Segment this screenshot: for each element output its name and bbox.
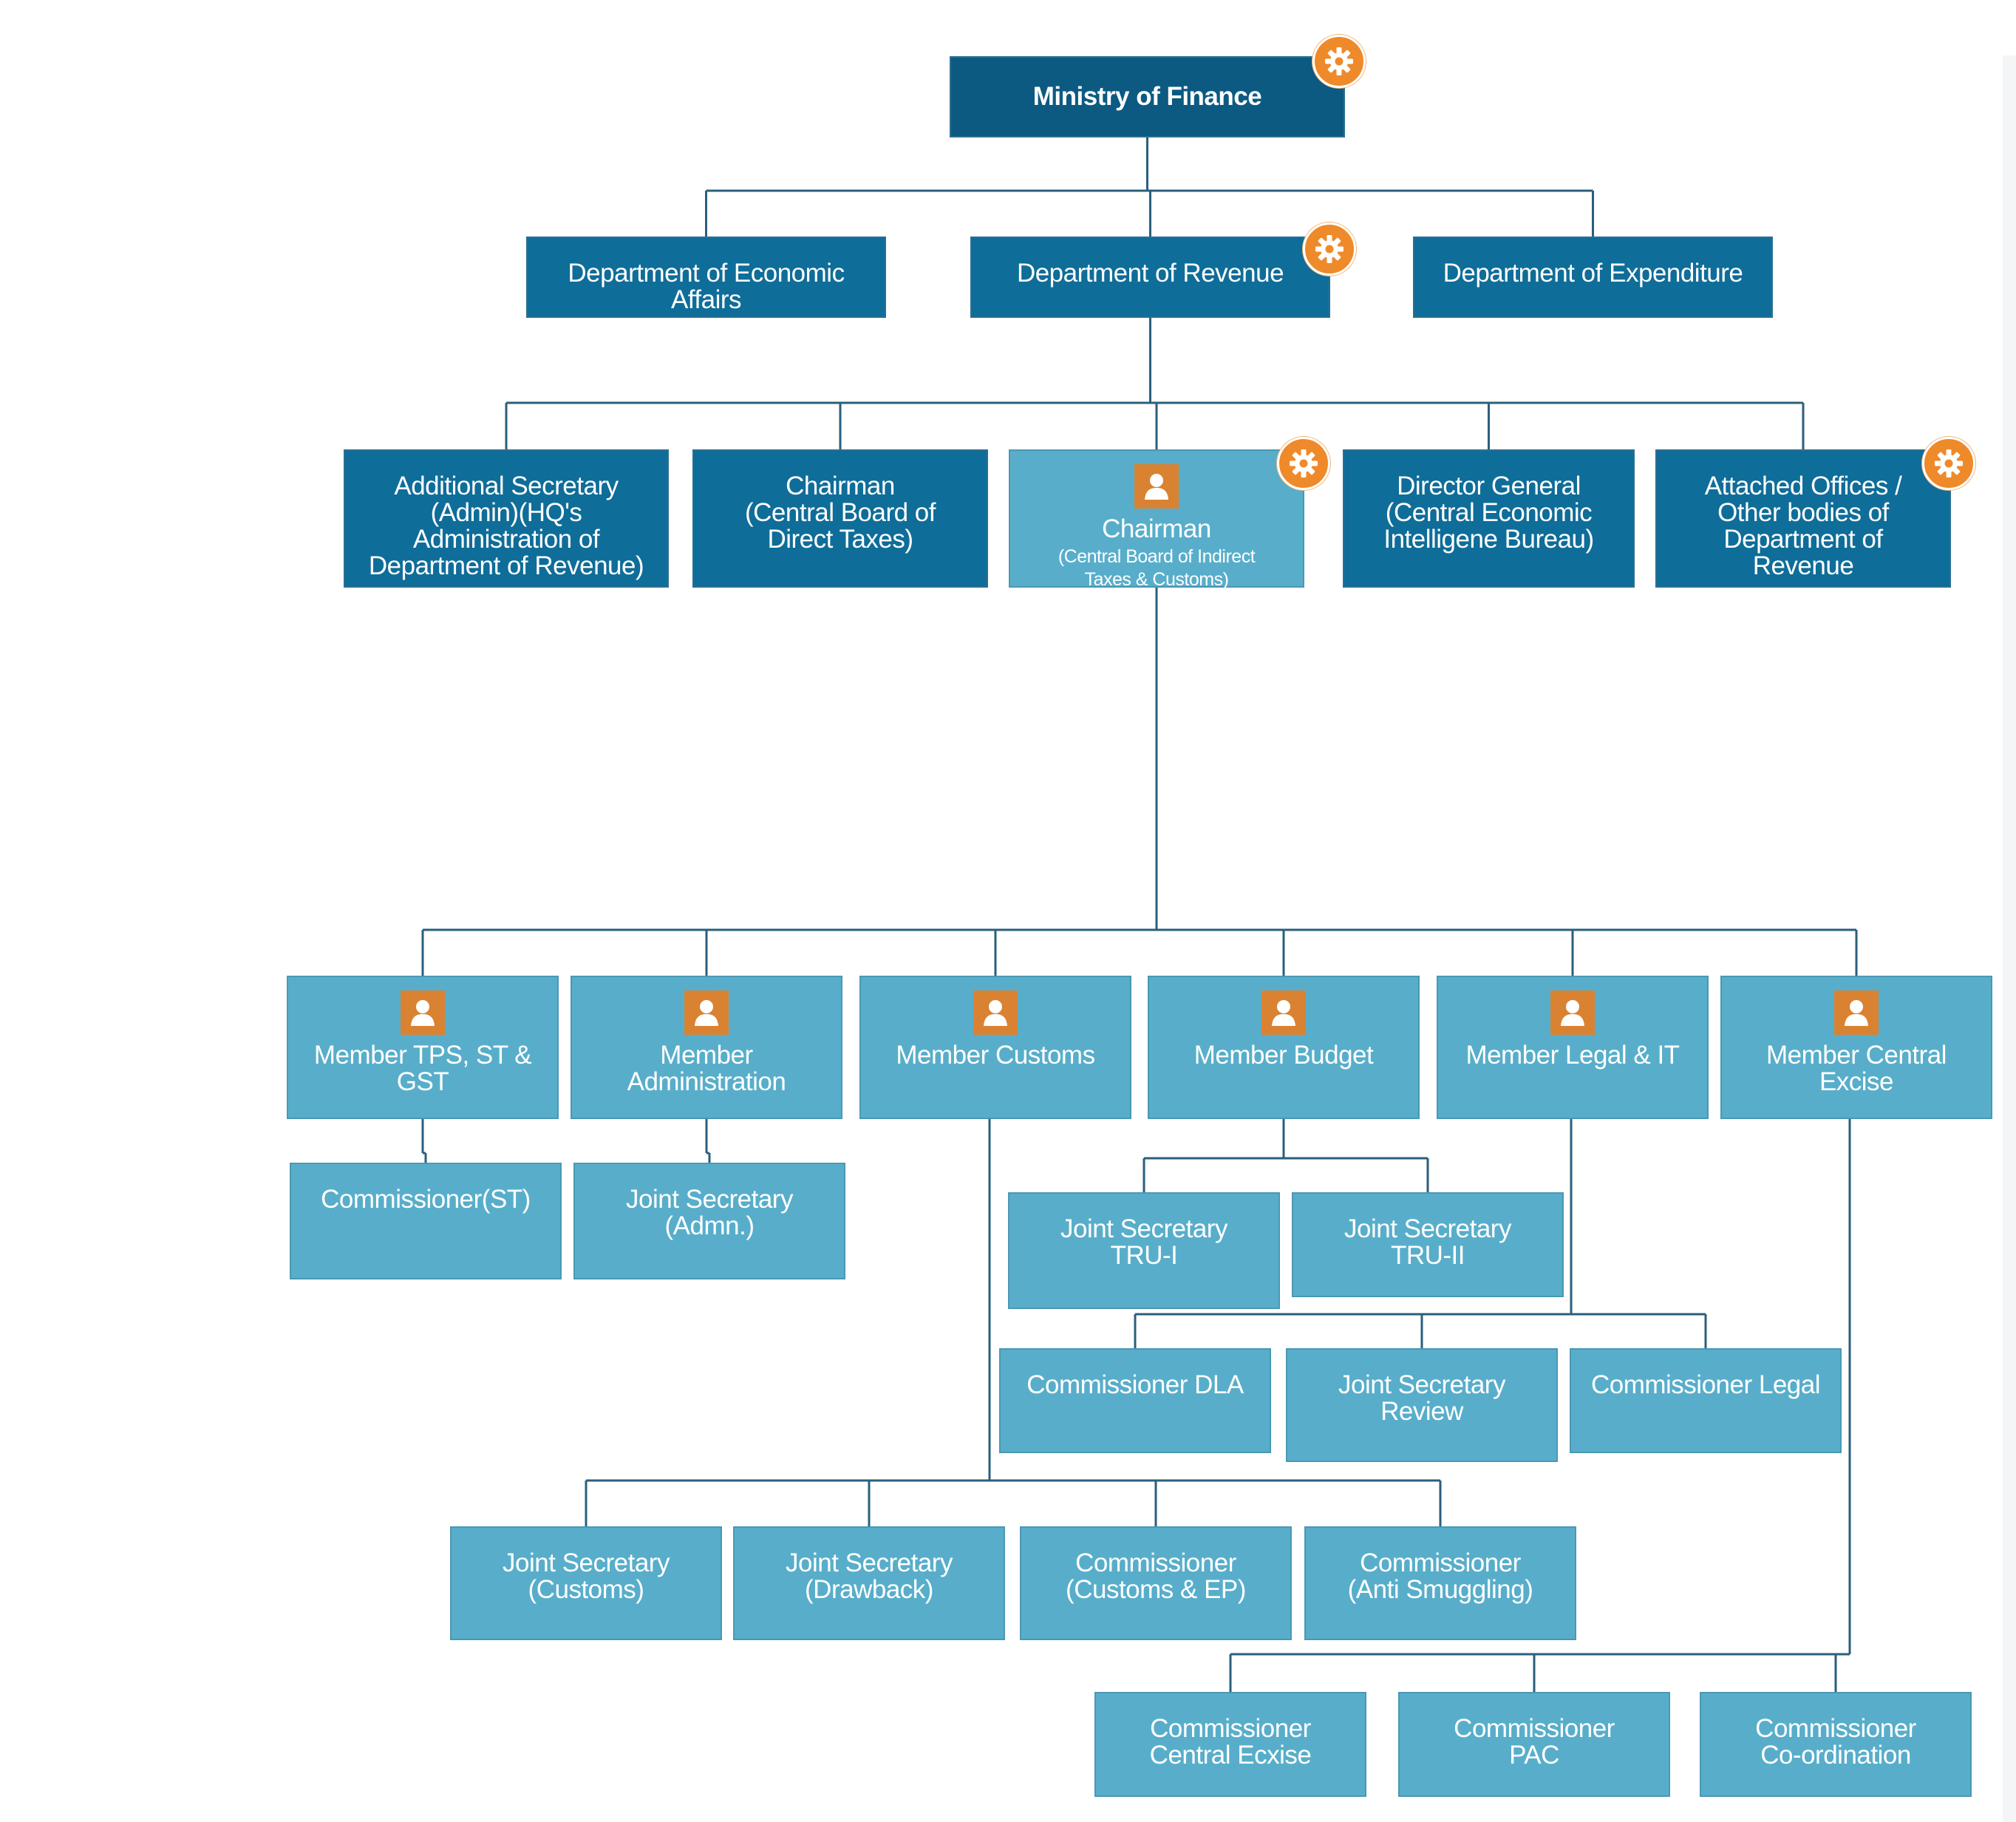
scrollbar-track[interactable] bbox=[2003, 55, 2016, 1822]
org-node-doe[interactable]: Department of Expenditure bbox=[1413, 237, 1773, 318]
org-node-label: Commissioner (Customs & EP) bbox=[1066, 1549, 1246, 1604]
org-node-label: Joint Secretary (Customs) bbox=[503, 1549, 670, 1604]
person-icon bbox=[1134, 464, 1179, 509]
org-node-dea[interactable]: Department of Economic Affairs bbox=[526, 237, 886, 318]
org-node-addl-sec[interactable]: Additional Secretary (Admin)(HQ's Admini… bbox=[344, 449, 669, 588]
org-node-cbic[interactable]: Chairman (Central Board of Indirect Taxes… bbox=[1009, 449, 1304, 590]
org-node-m-budget[interactable]: Member Budget bbox=[1148, 976, 1420, 1119]
org-node-js-tru2[interactable]: Joint Secretary TRU-II bbox=[1292, 1192, 1564, 1297]
org-node-m-admin[interactable]: Member Administration bbox=[571, 976, 842, 1119]
org-node-label: Member TPS, ST & GST bbox=[313, 1041, 532, 1096]
org-node-label: Chairman bbox=[1102, 514, 1211, 543]
person-icon bbox=[684, 990, 729, 1035]
org-node-label: Ministry of Finance bbox=[1032, 82, 1262, 111]
org-node-js-admn[interactable]: Joint Secretary (Admn.) bbox=[573, 1163, 845, 1279]
org-node-label: Joint Secretary (Drawback) bbox=[786, 1549, 953, 1604]
org-node-label: Member Legal & IT bbox=[1465, 1041, 1680, 1070]
org-node-label: Director General (Central Economic Intel… bbox=[1383, 472, 1594, 554]
org-node-label: Chairman (Central Board of Direct Taxes) bbox=[744, 472, 936, 554]
org-node-js-review[interactable]: Joint Secretary Review bbox=[1286, 1348, 1558, 1462]
org-node-dg-ceib[interactable]: Director General (Central Economic Intel… bbox=[1343, 449, 1635, 588]
org-node-attached[interactable]: Attached Offices / Other bodies of Depar… bbox=[1655, 449, 1951, 588]
org-node-label: Commissioner PAC bbox=[1454, 1714, 1615, 1770]
org-node-m-legal[interactable]: Member Legal & IT bbox=[1437, 976, 1709, 1119]
org-node-dor[interactable]: Department of Revenue bbox=[970, 237, 1330, 318]
gear-icon[interactable] bbox=[1312, 35, 1366, 88]
person-icon bbox=[973, 990, 1018, 1035]
org-node-label: Additional Secretary (Admin)(HQ's Admini… bbox=[368, 472, 644, 580]
org-node-c-legal[interactable]: Commissioner Legal bbox=[1570, 1348, 1842, 1453]
org-node-c-pac[interactable]: Commissioner PAC bbox=[1398, 1692, 1670, 1797]
org-node-m-tps[interactable]: Member TPS, ST & GST bbox=[287, 976, 559, 1119]
org-node-c-customs-ep[interactable]: Commissioner (Customs & EP) bbox=[1020, 1526, 1292, 1640]
org-node-label: Commissioner (Anti Smuggling) bbox=[1347, 1549, 1533, 1604]
org-node-js-tru1[interactable]: Joint Secretary TRU-I bbox=[1008, 1192, 1280, 1309]
org-node-js-drawback[interactable]: Joint Secretary (Drawback) bbox=[733, 1526, 1005, 1640]
org-node-label: Member Administration bbox=[627, 1041, 786, 1096]
org-node-label: Joint Secretary Review bbox=[1338, 1370, 1505, 1426]
org-node-label: Commissioner Co-ordination bbox=[1755, 1714, 1916, 1770]
org-node-label: Joint Secretary TRU-II bbox=[1344, 1214, 1511, 1270]
org-node-c-st[interactable]: Commissioner(ST) bbox=[290, 1163, 562, 1279]
org-node-label: Commissioner Legal bbox=[1590, 1370, 1821, 1399]
org-node-label: Member Budget bbox=[1193, 1041, 1374, 1070]
org-node-label: Commissioner(ST) bbox=[321, 1185, 531, 1214]
org-node-c-cex[interactable]: Commissioner Central Ecxise bbox=[1094, 1692, 1366, 1797]
gear-icon[interactable] bbox=[1922, 437, 1975, 490]
org-node-label: Department of Economic Affairs bbox=[568, 259, 845, 314]
org-node-label: Department of Expenditure bbox=[1443, 259, 1743, 288]
org-node-label: Commissioner Central Ecxise bbox=[1149, 1714, 1312, 1770]
org-node-ministry[interactable]: Ministry of Finance bbox=[950, 56, 1345, 137]
org-node-label: Joint Secretary (Admn.) bbox=[626, 1185, 793, 1240]
person-icon bbox=[1834, 990, 1879, 1035]
org-node-c-antismug[interactable]: Commissioner (Anti Smuggling) bbox=[1304, 1526, 1576, 1640]
person-icon bbox=[1550, 990, 1595, 1035]
person-icon bbox=[401, 990, 445, 1035]
org-node-label: Department of Revenue bbox=[1016, 259, 1284, 288]
gear-icon[interactable] bbox=[1303, 222, 1356, 276]
org-node-js-customs[interactable]: Joint Secretary (Customs) bbox=[450, 1526, 722, 1640]
org-node-c-coord[interactable]: Commissioner Co-ordination bbox=[1700, 1692, 1972, 1797]
org-node-cbdt[interactable]: Chairman (Central Board of Direct Taxes) bbox=[692, 449, 988, 588]
org-node-label: Member Central Excise bbox=[1766, 1041, 1947, 1096]
org-node-m-excise[interactable]: Member Central Excise bbox=[1720, 976, 1992, 1119]
person-icon bbox=[1261, 990, 1306, 1035]
gear-icon[interactable] bbox=[1277, 437, 1330, 490]
org-node-label: Joint Secretary TRU-I bbox=[1060, 1214, 1227, 1270]
org-node-label: Commissioner DLA bbox=[1026, 1370, 1244, 1399]
org-node-sublabel: (Central Board of Indirect Taxes & Custo… bbox=[1058, 546, 1256, 590]
org-node-label: Member Customs bbox=[896, 1041, 1095, 1070]
org-node-c-dla[interactable]: Commissioner DLA bbox=[999, 1348, 1271, 1453]
org-node-label: Attached Offices / Other bodies of Depar… bbox=[1704, 472, 1902, 580]
org-node-m-customs[interactable]: Member Customs bbox=[859, 976, 1131, 1119]
